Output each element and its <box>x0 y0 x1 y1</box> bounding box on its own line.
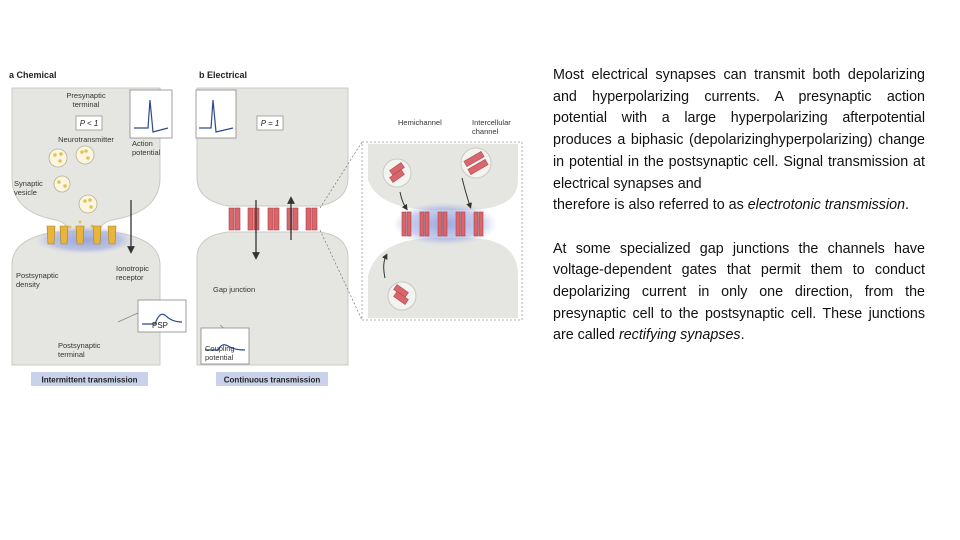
paragraph-1-line2-prefix: therefore is also referred to as <box>553 197 748 214</box>
p-eq-1-label: P = 1 <box>261 119 280 128</box>
postsynaptic-terminal-label-2: terminal <box>58 350 85 359</box>
hemichannel-label: Hemichannel <box>398 118 442 127</box>
presynaptic-terminal-label-2: terminal <box>73 100 100 109</box>
neurotransmitter-label: Neurotransmitter <box>58 135 114 144</box>
gap-junction-inset <box>361 141 523 321</box>
ionotropic-receptor-label-2: receptor <box>116 273 144 282</box>
synapse-figure: a Chemical <box>9 70 523 386</box>
paragraph-1-line1: Most electrical synapses can transmit bo… <box>553 67 925 192</box>
coupling-potential-label-2: potential <box>205 353 234 362</box>
panel-a-heading: a Chemical <box>9 70 57 80</box>
postsynaptic-density-label-1: Postsynaptic <box>16 271 59 280</box>
coupling-potential-label-1: Coupling <box>205 344 235 353</box>
synaptic-vesicle-label-1: Synaptic <box>14 179 43 188</box>
panel-b-heading: b Electrical <box>199 70 247 80</box>
p-lt-1-label: P < 1 <box>80 119 99 128</box>
gap-junction-channels <box>228 207 318 231</box>
paragraph-1-suffix: . <box>905 197 910 214</box>
paragraph-2-text: At some specialized gap junctions the ch… <box>553 240 925 344</box>
synaptic-vesicle-label-2: vesicle <box>14 188 37 197</box>
intercellular-channel-label-2: channel <box>472 127 499 136</box>
paragraph-2-term: rectifying synapses <box>618 327 741 344</box>
action-potential-callout-b <box>195 89 237 139</box>
synaptic-vesicles <box>48 145 98 229</box>
caption-a: Intermittent transmission <box>41 376 137 385</box>
gap-junction-label: Gap junction <box>213 285 255 294</box>
text-panel: Most electrical synapses can transmit bo… <box>553 65 925 347</box>
action-potential-label-2: potential <box>132 148 161 157</box>
intercellular-channel-label-1: Intercellular <box>472 118 511 127</box>
ionotropic-receptors <box>46 225 117 245</box>
action-potential-callout <box>129 89 173 139</box>
psp-label: PSP <box>152 321 168 330</box>
zoom-connectors <box>319 141 363 321</box>
paragraph-electrical-synapses: Most electrical synapses can transmit bo… <box>553 65 925 217</box>
action-potential-label-1: Action <box>132 139 153 148</box>
paragraph-2-suffix: . <box>740 327 745 344</box>
ionotropic-receptor-label-1: Ionotropic <box>116 264 149 273</box>
caption-b: Continuous transmission <box>224 376 321 385</box>
postsynaptic-terminal-label-1: Postsynaptic <box>58 341 101 350</box>
paragraph-1-term: electrotonic transmission <box>747 197 906 214</box>
paragraph-rectifying-synapses: At some specialized gap junctions the ch… <box>553 239 925 348</box>
p-lt-1-box <box>75 115 103 131</box>
caption-bar-b <box>216 372 328 386</box>
presynaptic-terminal-label-1: Presynaptic <box>66 91 105 100</box>
p-eq-1-box <box>256 115 284 131</box>
panel-a-chemical: a Chemical <box>9 70 187 386</box>
panel-b-electrical: b Electrical P = 1 Coupling potential <box>195 70 523 386</box>
coupling-potential-callout <box>200 324 250 365</box>
postsynaptic-density-label-2: density <box>16 280 40 289</box>
caption-bar-a <box>31 372 148 386</box>
psp-callout <box>117 299 187 333</box>
